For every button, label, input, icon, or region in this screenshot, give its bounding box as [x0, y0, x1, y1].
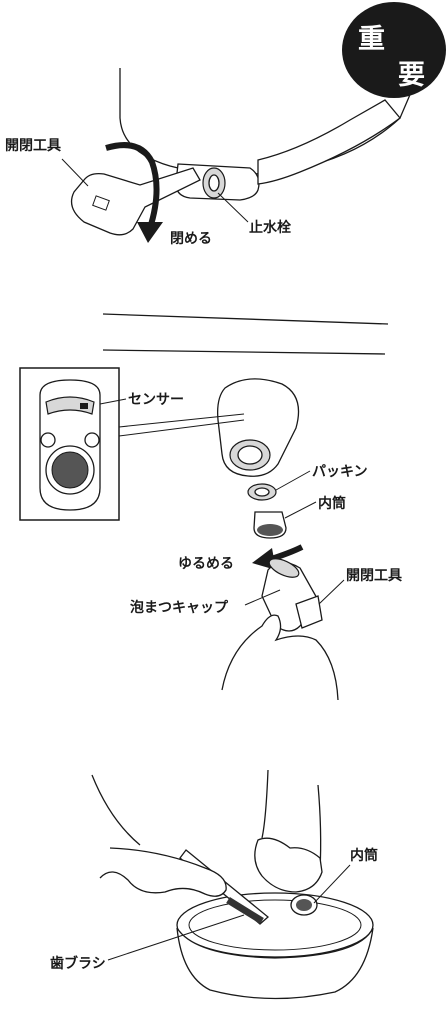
badge-char-2: 要: [398, 60, 425, 91]
cap-tool: [295, 595, 323, 629]
opening-tool: [70, 167, 201, 236]
label-loosen: ゆるめる: [178, 556, 234, 572]
importance-badge: 重 要: [342, 2, 446, 98]
leader-tool-2: [318, 579, 345, 605]
hand-right: [254, 837, 323, 893]
rotate-arrowhead: [137, 222, 163, 243]
leader-sensor-zoom-a: [118, 413, 245, 428]
arm-left: [91, 774, 141, 846]
label-packing: パッキン: [312, 464, 368, 480]
label-aerator-cap: 泡まつキャップ: [130, 599, 229, 616]
leader-sensor: [99, 398, 127, 405]
packing-hole: [254, 487, 270, 497]
panel-cleaning: 内筒 歯ブラシ: [50, 769, 378, 1000]
bowl-rim: [176, 892, 374, 958]
bowl-water: [188, 899, 362, 951]
spout-outlet-inner: [237, 445, 263, 465]
bowl-body: [176, 927, 374, 1000]
hand-left: [99, 847, 227, 897]
tool-square-hole: [92, 195, 110, 211]
label-inner-tube: 内筒: [318, 495, 346, 512]
leader-inner-tube: [284, 501, 317, 519]
toothbrush-bristles: [226, 897, 264, 924]
panel-stop-valve: 開閉工具 閉める 止水栓: [5, 68, 413, 247]
aerator-cap-top: [268, 558, 300, 578]
valve-stem: [208, 174, 220, 192]
badge-circle: [342, 2, 446, 98]
pipe-right: [257, 99, 401, 185]
leader-packing: [275, 470, 311, 491]
leader-tool: [61, 158, 89, 187]
leader-cap: [244, 589, 281, 606]
inner-tube-cleaning-mesh: [296, 899, 312, 911]
label-toothbrush: 歯ブラシ: [50, 955, 106, 972]
hand-lower: [221, 614, 339, 701]
label-opening-tool-2: 開閉工具: [346, 568, 402, 584]
screw-right: [84, 432, 100, 448]
leader-inner-tube-3: [313, 864, 351, 904]
leader-toothbrush: [107, 914, 245, 961]
counter-line-top: [102, 313, 389, 325]
label-close: 閉める: [170, 231, 212, 247]
leader-sensor-zoom-b: [118, 419, 245, 437]
inner-tube-mesh: [257, 524, 283, 536]
arm-right: [261, 769, 269, 839]
label-inner-tube-3: 内筒: [350, 847, 378, 864]
label-stop-valve: 止水栓: [249, 219, 291, 236]
sensor-chip: [80, 403, 88, 409]
screw-left: [40, 432, 56, 448]
label-opening-tool: 開閉工具: [5, 138, 61, 154]
sensor-window: [45, 396, 95, 415]
rotate-arrow-icon: [105, 142, 160, 229]
counter-line-bottom: [102, 349, 386, 355]
aerator-mesh: [51, 451, 89, 489]
leader-valve: [217, 192, 249, 223]
label-sensor: センサー: [128, 392, 184, 408]
badge-char-1: 重: [358, 24, 385, 55]
panel-aerator: センサー パッキン 内筒 ゆるめる 泡まつキャップ 開閉工具: [19, 313, 402, 701]
